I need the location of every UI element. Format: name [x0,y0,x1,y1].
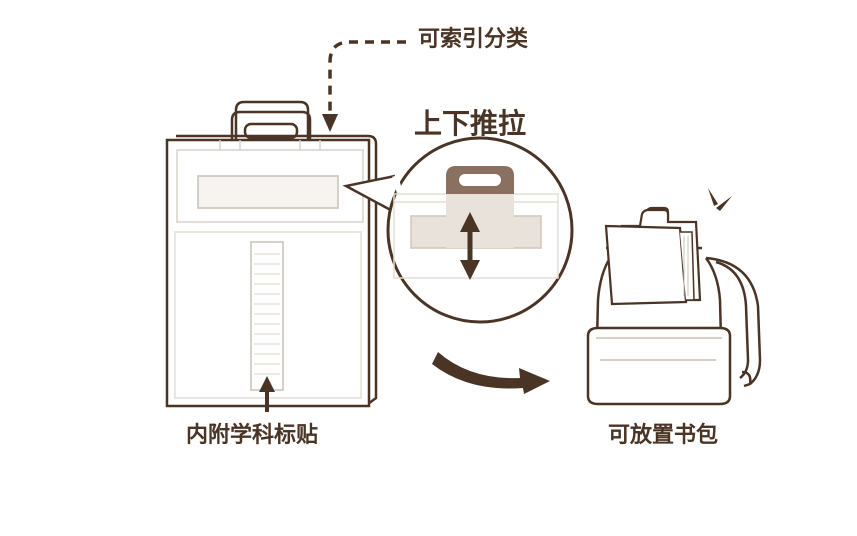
motion-marks-icon [708,188,732,211]
dashed-arrow-icon [322,40,406,132]
label-slide-up-down: 上下推拉 [414,107,527,140]
label-index-category: 可索引分类 [418,27,529,52]
double-arrow-icon [460,212,480,280]
up-arrow-icon [259,376,275,412]
backpack [586,246,762,406]
label-fits-in-backpack: 可放置书包 [608,423,719,448]
label-inner-subject-sticker: 内附学科标贴 [186,423,319,448]
curved-arrow-icon [432,352,550,394]
folder-in-backpack [604,206,702,306]
zoom-callout [342,136,574,324]
